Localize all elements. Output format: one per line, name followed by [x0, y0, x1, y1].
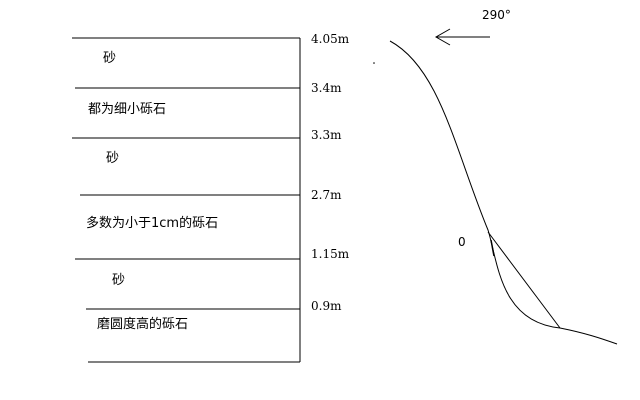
layer-label-sand-1: 砂: [103, 52, 116, 65]
depth-label-4: 2.7m: [311, 189, 341, 201]
depth-label-1: 4.05m: [311, 33, 349, 45]
depth-label-3: 3.3m: [311, 129, 341, 141]
layer-label-rounded-gravel: 磨圆度高的砾石: [97, 318, 188, 331]
depth-label-2: 3.4m: [311, 82, 341, 94]
slope-tick: [491, 240, 494, 256]
depth-label-6: 0.9m: [311, 300, 341, 312]
stray-dot: [373, 62, 375, 64]
point-label: 0: [458, 236, 466, 248]
azimuth-label: 290°: [482, 9, 511, 21]
layer-label-sand-2: 砂: [106, 152, 119, 165]
layer-label-sand-3: 砂: [112, 274, 125, 287]
depth-label-5: 1.15m: [311, 248, 349, 260]
layer-label-fine-gravel: 都为细小砾石: [88, 103, 166, 116]
layer-label-gravel-under-1cm: 多数为小于1cm的砾石: [86, 217, 218, 230]
slope-profile-curve: [390, 41, 617, 344]
